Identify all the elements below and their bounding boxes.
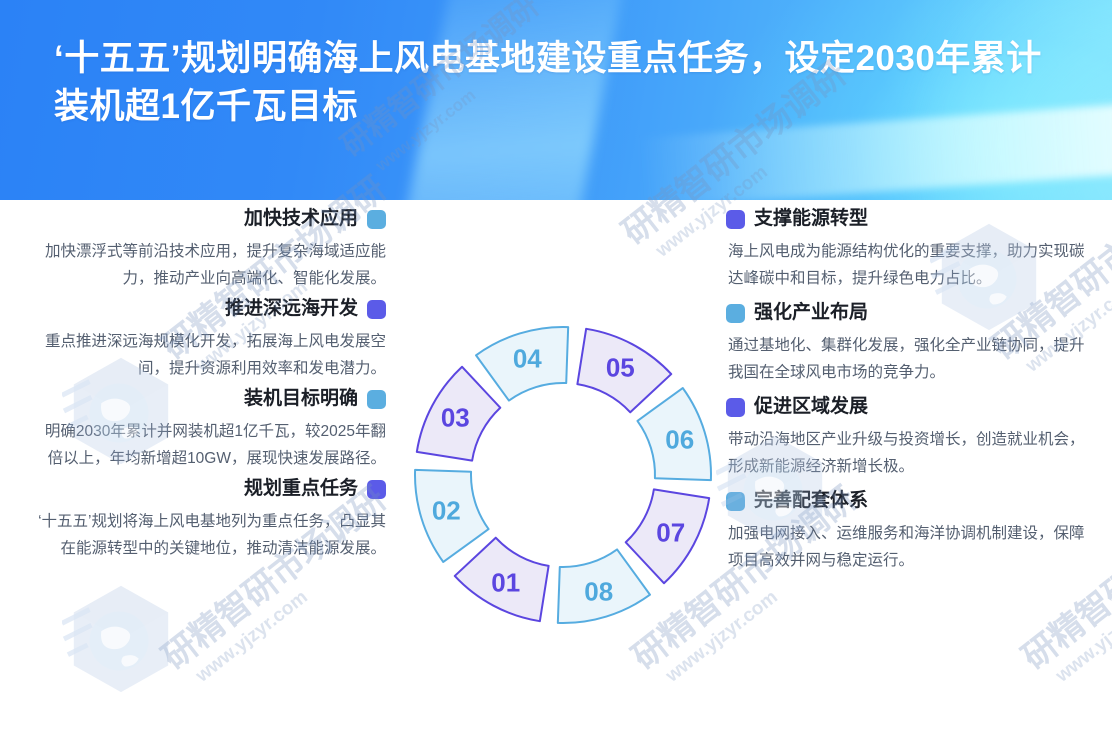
ring-segment[interactable]: [556, 548, 651, 624]
ring-segment[interactable]: [636, 387, 712, 482]
feature-item: 促进区域发展带动沿海地区产业升级与投资增长，创造就业机会，形成新能源经济新增长极…: [726, 394, 1094, 480]
ring-segment-number: 02: [432, 496, 461, 526]
ring-segment-number: 07: [656, 517, 685, 547]
right-feature-column: 支撑能源转型海上风电成为能源结构优化的重要支撑，助力实现碳达峰碳中和目标，提升绿…: [726, 206, 1094, 582]
feature-item: 规划重点任务 ‘十五五’规划将海上风电基地列为重点任务，凸显其在能源转型中的关键地…: [36, 476, 386, 562]
feature-item: 支撑能源转型海上风电成为能源结构优化的重要支撑，助力实现碳达峰碳中和目标，提升绿…: [726, 206, 1094, 292]
left-feature-column: 加快技术应用加快漂浮式等前沿技术应用，提升复杂海域适应能力，推动产业向高端化、智…: [36, 206, 386, 566]
feature-description: ‘十五五’规划将海上风电基地列为重点任务，凸显其在能源转型中的关键地位，推动清洁…: [38, 513, 386, 557]
bullet-square-blue-icon: [367, 209, 386, 229]
process-ring-svg: 01 02 03 04 05 06 07 08: [414, 326, 712, 624]
ring-segment-number: 04: [513, 343, 542, 373]
feature-title: 支撑能源转型: [754, 208, 869, 229]
feature-title: 完善配套体系: [754, 490, 869, 511]
bullet-square-blue-icon: [726, 303, 745, 323]
feature-title: 促进区域发展: [754, 396, 869, 417]
feature-heading-row: 加快技术应用: [36, 206, 386, 232]
ring-segment[interactable]: [415, 365, 502, 462]
feature-title: 加快技术应用: [243, 208, 358, 229]
ring-segment-number: 06: [665, 424, 694, 454]
feature-description: 明确2030年累计并网装机超1亿千瓦，较2025年翻倍以上，年均新增超10GW，…: [44, 423, 386, 467]
bullet-square-purple-icon: [367, 479, 386, 499]
ring-segment[interactable]: [453, 536, 550, 623]
ring-segment[interactable]: [624, 488, 711, 585]
bullet-square-purple-icon: [726, 397, 745, 417]
feature-heading-row: 规划重点任务: [36, 476, 386, 502]
feature-heading-row: 支撑能源转型: [726, 206, 1094, 232]
feature-heading-row: 强化产业布局: [726, 300, 1094, 326]
bullet-square-blue-icon: [726, 491, 745, 511]
bullet-square-purple-icon: [726, 209, 745, 229]
header-banner: ‘十五五’规划明确海上风电基地建设重点任务，设定2030年累计装机超1亿千瓦目标: [0, 0, 1112, 200]
watermark-url: www.yjzyr.com: [1052, 586, 1112, 687]
feature-heading-row: 推进深远海开发: [36, 296, 386, 322]
feature-title: 规划重点任务: [243, 478, 358, 499]
feature-description: 海上风电成为能源结构优化的重要支撑，助力实现碳达峰碳中和目标，提升绿色电力占比。: [728, 243, 1085, 287]
feature-item: 完善配套体系加强电网接入、运维服务和海洋协调机制建设，保障项目高效并网与稳定运行…: [726, 488, 1094, 574]
ring-segment[interactable]: [414, 468, 490, 563]
ring-segment-number: 08: [584, 577, 613, 607]
feature-title: 推进深远海开发: [224, 298, 358, 319]
feature-description: 加强电网接入、运维服务和海洋协调机制建设，保障项目高效并网与稳定运行。: [728, 525, 1085, 569]
ring-segment[interactable]: [576, 327, 673, 414]
watermark-globe-icon: [60, 580, 180, 698]
process-ring-diagram: 01 02 03 04 05 06 07 08: [404, 316, 722, 634]
feature-heading-row: 完善配套体系: [726, 488, 1094, 514]
feature-title: 装机目标明确: [243, 388, 358, 409]
feature-title: 强化产业布局: [754, 302, 869, 323]
feature-item: 装机目标明确明确2030年累计并网装机超1亿千瓦，较2025年翻倍以上，年均新增…: [36, 386, 386, 472]
bullet-square-purple-icon: [367, 299, 386, 319]
ring-segment-number: 01: [491, 568, 520, 598]
bullet-square-blue-icon: [367, 389, 386, 409]
ring-segment-number: 03: [441, 403, 470, 433]
feature-description: 重点推进深远海规模化开发，拓展海上风电发展空间，提升资源利用效率和发电潜力。: [44, 333, 386, 377]
feature-description: 带动沿海地区产业升级与投资增长，创造就业机会，形成新能源经济新增长极。: [728, 431, 1085, 475]
feature-description: 通过基地化、集群化发展，强化全产业链协同，提升我国在全球风电市场的竞争力。: [728, 337, 1085, 381]
watermark-url: www.yjzyr.com: [192, 586, 312, 687]
page-title: ‘十五五’规划明确海上风电基地建设重点任务，设定2030年累计装机超1亿千瓦目标: [54, 39, 1042, 126]
feature-item: 推进深远海开发重点推进深远海规模化开发，拓展海上风电发展空间，提升资源利用效率和…: [36, 296, 386, 382]
feature-item: 加快技术应用加快漂浮式等前沿技术应用，提升复杂海域适应能力，推动产业向高端化、智…: [36, 206, 386, 292]
ring-segment[interactable]: [475, 326, 570, 402]
feature-heading-row: 装机目标明确: [36, 386, 386, 412]
feature-description: 加快漂浮式等前沿技术应用，提升复杂海域适应能力，推动产业向高端化、智能化发展。: [44, 243, 386, 287]
feature-heading-row: 促进区域发展: [726, 394, 1094, 420]
ring-segment-number: 05: [606, 352, 635, 382]
feature-item: 强化产业布局通过基地化、集群化发展，强化全产业链协同，提升我国在全球风电市场的竞…: [726, 300, 1094, 386]
